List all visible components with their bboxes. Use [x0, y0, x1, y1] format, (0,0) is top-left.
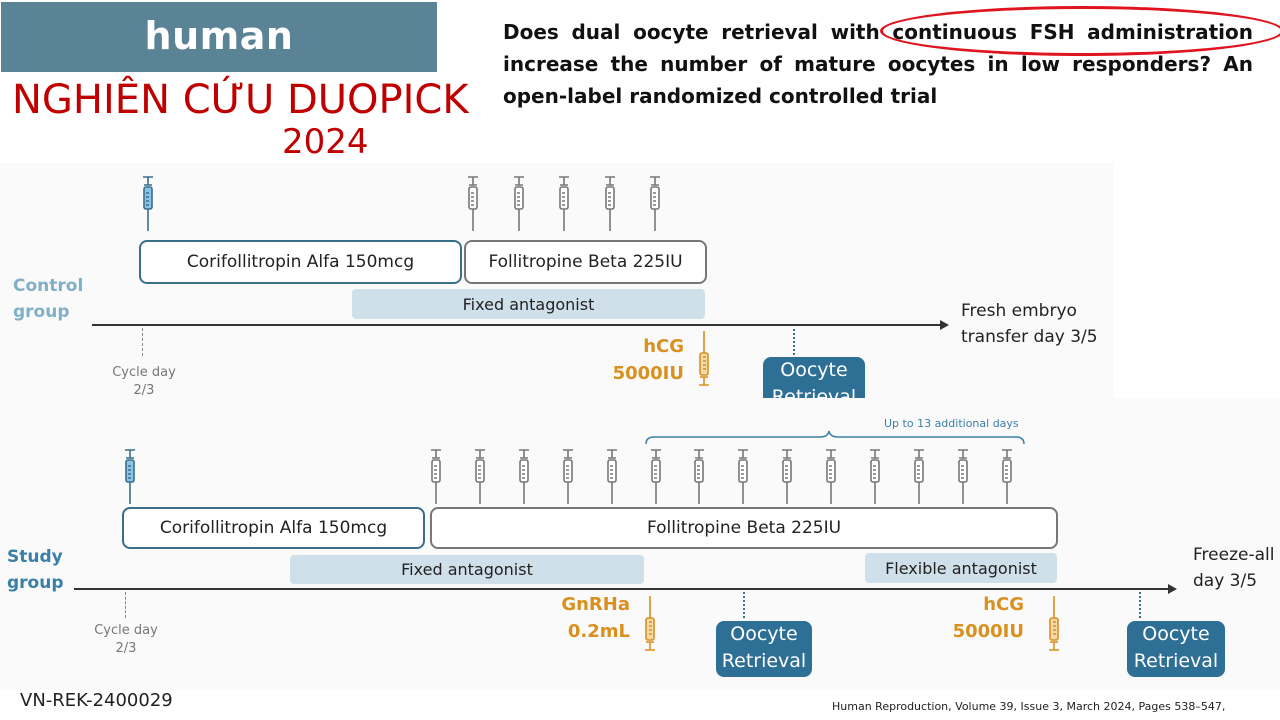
syringe-icon: [125, 449, 135, 504]
outcome-label: Freeze-all day 3/5: [1193, 545, 1275, 591]
hcg-text: hCG: [983, 594, 1024, 615]
fixed-antagonist-bar: Fixed antagonist: [352, 289, 705, 319]
syringe-icon: [1001, 449, 1012, 504]
syringe-icon: [518, 449, 529, 504]
retrieval-marker: [743, 592, 745, 618]
arrow-icon: [1168, 584, 1177, 594]
syringe-icon: [1049, 596, 1059, 651]
syringe-icon: [957, 449, 968, 504]
syringe-icon: [699, 331, 709, 386]
oocyte-retrieval-box-1: Oocyte Retrieval: [716, 621, 812, 677]
cycle-day-label: Cycle day 2/3: [94, 623, 158, 656]
fixed-antagonist-bar: Fixed antagonist: [290, 555, 644, 584]
outcome-label: Fresh embryo transfer day 3/5: [961, 301, 1098, 347]
syringe-icon: [431, 449, 441, 504]
syringe-icon: [604, 176, 615, 231]
syringe-icon: [870, 449, 880, 504]
cycle-marker: [142, 328, 143, 356]
highlight-ellipse: [880, 6, 1280, 56]
follitropine-box: Follitropine Beta 225IU: [464, 240, 707, 284]
hcg-text: hCG: [643, 336, 684, 357]
oocyte-retrieval-box-2: Oocyte Retrieval: [1127, 621, 1225, 677]
timeline-axis: [74, 588, 1168, 590]
syringe-icon: [143, 176, 153, 231]
citation: Human Reproduction, Volume 39, Issue 3, …: [832, 700, 1226, 713]
study-group-panel: Study group Fixed antagonist Flexible an…: [0, 398, 1280, 690]
syringe-icon: [513, 176, 524, 231]
syringe-icon: [468, 176, 478, 231]
arrow-icon: [940, 320, 949, 330]
corifollitropin-box: Corifollitropin Alfa 150mcg: [122, 507, 425, 549]
syringe-icon: [738, 449, 749, 504]
brace-icon: [645, 430, 1025, 445]
follitropine-box: Follitropine Beta 225IU: [430, 507, 1058, 549]
study-year: 2024: [282, 122, 369, 162]
study-title: NGHIÊN CỨU DUOPICK: [12, 77, 469, 123]
syringe-icon: [826, 449, 837, 504]
oocyte-retrieval-box: Oocyte Retrieval: [763, 357, 865, 398]
cycle-marker: [125, 592, 126, 618]
syringe-icon: [645, 596, 655, 651]
syringe-icon: [606, 449, 617, 504]
flexible-antagonist-bar: Flexible antagonist: [865, 553, 1057, 583]
hcg-dose: 5000IU: [952, 621, 1024, 642]
syringe-icon: [913, 449, 924, 504]
retrieval-marker: [1139, 592, 1141, 618]
corifollitropin-box: Corifollitropin Alfa 150mcg: [139, 240, 462, 284]
control-group-panel: Control group Corifollitropin Alfa 150mc…: [0, 163, 1113, 398]
syringe-icon: [474, 449, 485, 504]
gnrha-text: GnRHa: [561, 594, 630, 615]
syringe-icon: [650, 176, 660, 231]
syringe-icon: [562, 449, 573, 504]
timeline-axis: [92, 324, 940, 326]
document-code: VN-REK-2400029: [20, 690, 173, 711]
journal-logo: human reproduction: [1, 2, 437, 126]
syringe-icon: [559, 176, 569, 231]
control-group-label: Control group: [13, 276, 84, 322]
hcg-label: hCG 5000IU: [590, 333, 684, 387]
hcg-dose: 5000IU: [612, 363, 684, 384]
gnrha-dose: 0.2mL: [567, 621, 630, 642]
syringe-icon: [782, 449, 793, 504]
additional-days-label: Up to 13 additional days: [884, 417, 1019, 430]
retrieval-marker: [793, 329, 795, 355]
syringe-icon: [650, 449, 661, 504]
gnrha-label: GnRHa 0.2mL: [540, 591, 630, 645]
hcg-label: hCG 5000IU: [940, 591, 1024, 645]
syringe-icon: [694, 449, 705, 504]
cycle-day-label: Cycle day 2/3: [112, 365, 176, 398]
study-group-label: Study group: [7, 547, 64, 593]
